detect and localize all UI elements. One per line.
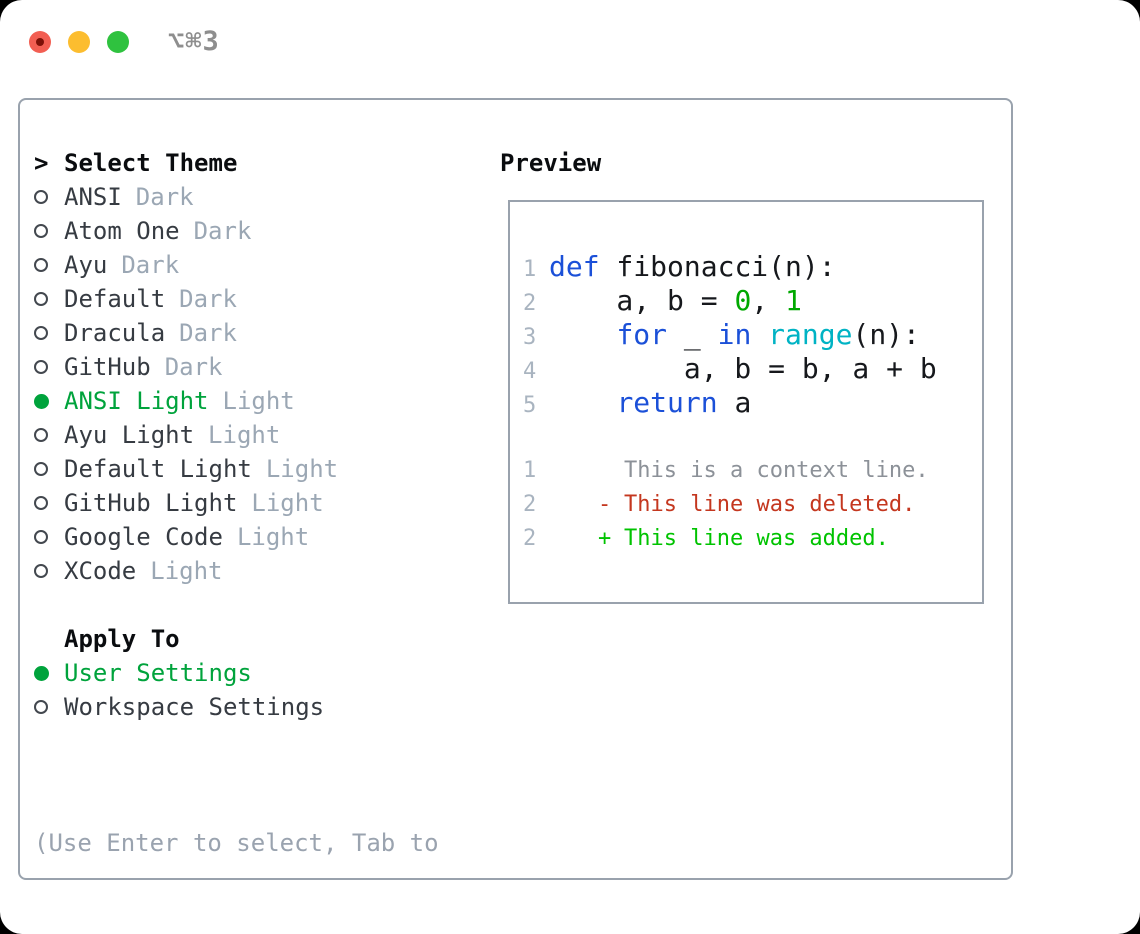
diff-line-deleted: 2-This line was deleted. (523, 488, 982, 522)
line-number: 2 (523, 291, 537, 316)
radio-unselected-icon (34, 530, 48, 544)
code-line-4: 4 a, b = b, a + b (523, 352, 982, 386)
radio-unselected-icon (34, 190, 48, 204)
theme-list-title: Select Theme (64, 149, 238, 177)
radio-unselected-icon (34, 496, 48, 510)
radio-unselected-icon (34, 258, 48, 272)
line-number: 2 (523, 492, 537, 517)
line-number: 2 (523, 526, 537, 551)
radio-unselected-icon (34, 462, 48, 476)
radio-selected-icon (34, 393, 49, 409)
apply-to-option-user-settings[interactable]: User Settings (34, 656, 439, 690)
code-line-5: 5 return a (523, 386, 982, 420)
cursor-icon: > (34, 149, 49, 177)
line-number: 5 (523, 393, 537, 418)
radio-unselected-icon (34, 224, 48, 238)
radio-unselected-icon (34, 292, 48, 306)
line-number: 4 (523, 359, 537, 384)
zoom-button[interactable] (107, 30, 129, 53)
diff-line-context: 1 This is a context line. (523, 454, 982, 488)
radio-selected-icon (34, 665, 49, 681)
window-shortcut-label: ⌥⌘3 (168, 26, 220, 57)
theme-list-header: > Select Theme (34, 146, 439, 180)
radio-unselected-icon (34, 360, 48, 374)
diff-deleted-marker: - (598, 492, 612, 517)
radio-unselected-icon (34, 700, 48, 714)
diff-context-marker (598, 454, 611, 488)
radio-unselected-icon (34, 428, 48, 442)
preview-title: Preview (500, 149, 602, 177)
radio-unselected-icon (34, 564, 48, 578)
apply-to-title: Apply To (64, 625, 180, 653)
line-number: 1 (523, 458, 537, 483)
help-text: (Use Enter to select, Tab to change focu… (34, 758, 439, 934)
code-line-2: 2 a, b = 0, 1 (523, 284, 982, 318)
help-text-line2: change focus) (34, 928, 439, 934)
line-number: 1 (523, 257, 537, 282)
help-text-line1: (Use Enter to select, Tab to (34, 829, 439, 857)
code-line-3: 3 for _ in range(n): (523, 318, 982, 352)
apply-to-header: Apply To (34, 622, 439, 656)
minimize-button[interactable] (68, 30, 90, 53)
radio-unselected-icon (34, 326, 48, 340)
titlebar: ⌥⌘3 (29, 26, 220, 57)
close-dot-icon (36, 37, 44, 46)
diff-line-added: 2+This line was added. (523, 522, 982, 556)
line-number: 3 (523, 325, 537, 350)
diff-added-marker: + (598, 526, 612, 551)
apply-to-option-workspace-settings[interactable]: Workspace Settings (34, 690, 439, 724)
close-button[interactable] (29, 30, 51, 53)
